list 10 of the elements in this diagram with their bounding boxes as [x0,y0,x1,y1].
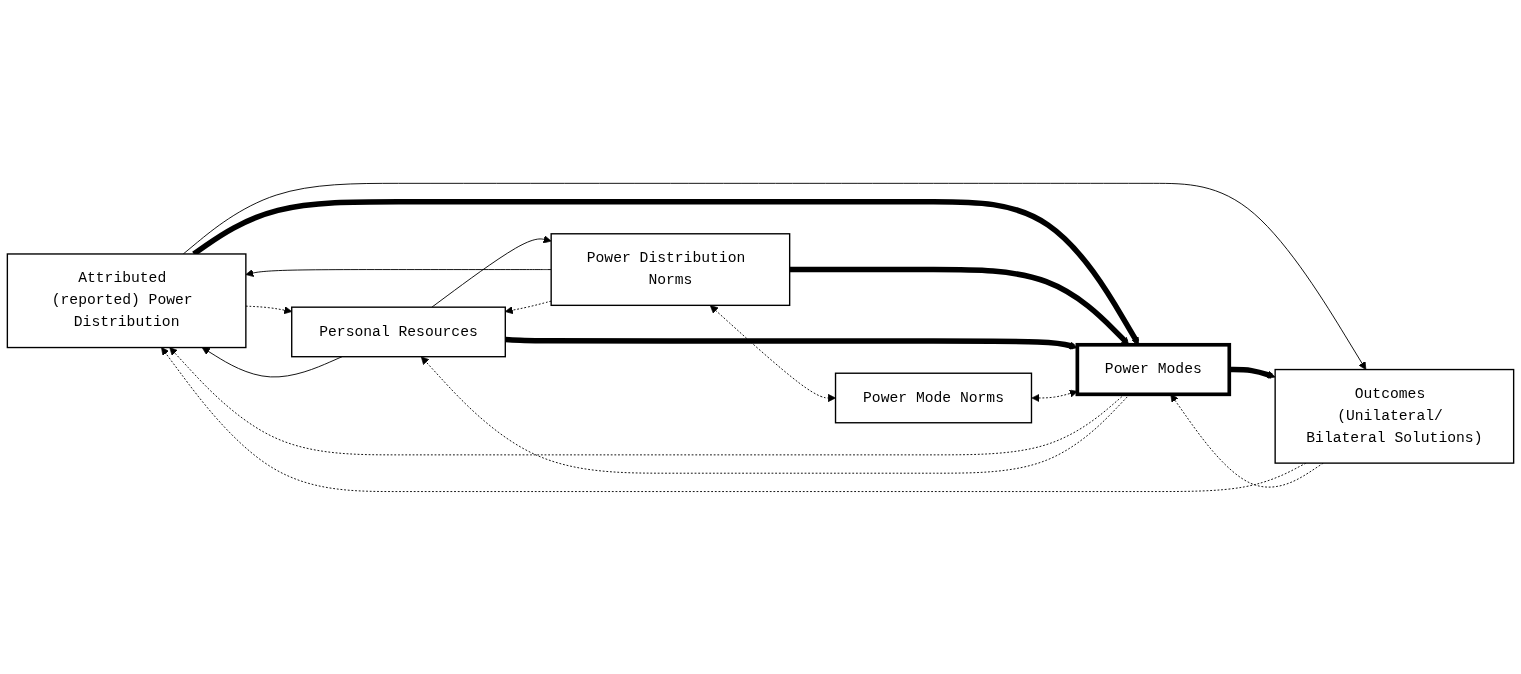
node-box: Power Distribution Norms [550,232,791,306]
node-box: Personal Resources [291,306,506,357]
node-box: Power Mode Norms [834,372,1033,423]
arrow [505,336,1078,350]
node-box: Attributed (reported) Power Distribution [6,252,247,348]
arrow [1229,366,1276,379]
arrow [789,266,1130,345]
arrow [192,198,1140,345]
node-box: Power Modes [1075,342,1232,396]
node-box: Outcomes (Unilateral/ Bilateral Solutions) [1274,368,1515,464]
